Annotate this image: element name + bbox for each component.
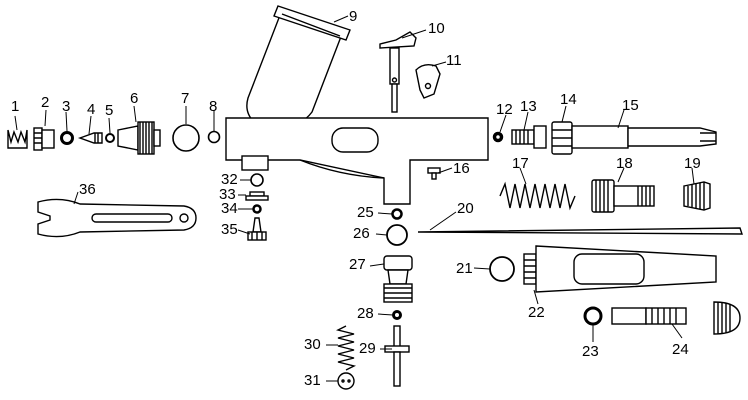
label-part-14: 14 xyxy=(560,91,577,108)
label-part-28: 28 xyxy=(357,305,374,322)
part-9-color-cup xyxy=(246,5,351,127)
label-part-22: 22 xyxy=(528,304,545,321)
part-23-ring xyxy=(583,306,603,326)
label-part-12: 12 xyxy=(496,101,513,118)
part-13-guide xyxy=(511,125,547,149)
label-part-21: 21 xyxy=(456,260,473,277)
part-28-ring xyxy=(392,310,402,320)
part-3-o-ring xyxy=(60,131,74,145)
label-part-10: 10 xyxy=(428,20,445,37)
part-26-ring xyxy=(386,224,408,246)
part-12-o-ring xyxy=(492,131,504,143)
part-14-nut xyxy=(551,121,573,155)
label-part-3: 3 xyxy=(62,98,71,115)
part-1-crown-cap xyxy=(7,129,28,149)
part-17-spring xyxy=(499,181,576,211)
part-31-valve-cap xyxy=(337,372,355,390)
label-part-33: 33 xyxy=(219,186,236,203)
label-part-19: 19 xyxy=(684,155,701,172)
label-part-35: 35 xyxy=(221,221,238,238)
label-part-30: 30 xyxy=(304,336,321,353)
part-30-spring xyxy=(335,325,357,371)
label-part-25: 25 xyxy=(357,204,374,221)
leader-lines xyxy=(14,15,695,382)
part-22-handle xyxy=(523,245,717,293)
part-6-head xyxy=(117,121,161,155)
part-32-ring xyxy=(250,173,264,187)
part-29-valve-stem xyxy=(384,325,410,387)
label-part-34: 34 xyxy=(221,200,238,217)
part-21-o-ring xyxy=(489,256,515,282)
part-15-chucking-nut xyxy=(571,125,717,149)
part-8-ring xyxy=(207,130,221,144)
airbrush-body xyxy=(225,117,489,205)
label-part-13: 13 xyxy=(520,98,537,115)
label-part-1: 1 xyxy=(11,98,20,115)
part-2-nozzle-cap xyxy=(33,127,55,151)
label-part-15: 15 xyxy=(622,97,639,114)
label-part-7: 7 xyxy=(181,90,190,107)
part-25-ring xyxy=(391,208,403,220)
label-part-29: 29 xyxy=(359,340,376,357)
label-part-11: 11 xyxy=(446,52,462,69)
part-20-needle xyxy=(417,227,743,235)
label-part-2: 2 xyxy=(41,94,50,111)
part-19-knurled-nut xyxy=(683,181,711,211)
part-18-spring-guide xyxy=(591,179,655,213)
part-10-trigger xyxy=(379,31,417,113)
label-part-9: 9 xyxy=(349,8,358,25)
label-part-32: 32 xyxy=(221,171,238,188)
part-35-valve xyxy=(247,217,267,241)
label-part-27: 27 xyxy=(349,256,366,273)
part-34-ring xyxy=(252,204,262,214)
part-7-large-ring xyxy=(172,124,200,152)
label-part-6: 6 xyxy=(130,90,139,107)
label-part-23: 23 xyxy=(582,343,599,360)
label-part-24: 24 xyxy=(672,341,689,358)
label-part-5: 5 xyxy=(105,102,114,119)
part-33-washer xyxy=(245,191,269,201)
label-part-18: 18 xyxy=(616,155,633,172)
part-24-adjuster xyxy=(611,301,741,335)
label-part-20: 20 xyxy=(457,200,474,217)
part-36-wrench xyxy=(37,198,197,238)
label-part-4: 4 xyxy=(87,101,96,118)
label-part-31: 31 xyxy=(304,372,321,389)
label-part-17: 17 xyxy=(512,155,529,172)
part-11-lever xyxy=(415,63,441,99)
label-part-8: 8 xyxy=(209,98,218,115)
label-part-36: 36 xyxy=(79,181,96,198)
label-part-26: 26 xyxy=(353,225,370,242)
part-4-nozzle xyxy=(77,132,103,144)
label-part-16: 16 xyxy=(453,160,470,177)
part-5-small-ring xyxy=(105,133,115,143)
part-27-valve-housing xyxy=(383,255,413,303)
part-16-screw xyxy=(427,167,441,180)
